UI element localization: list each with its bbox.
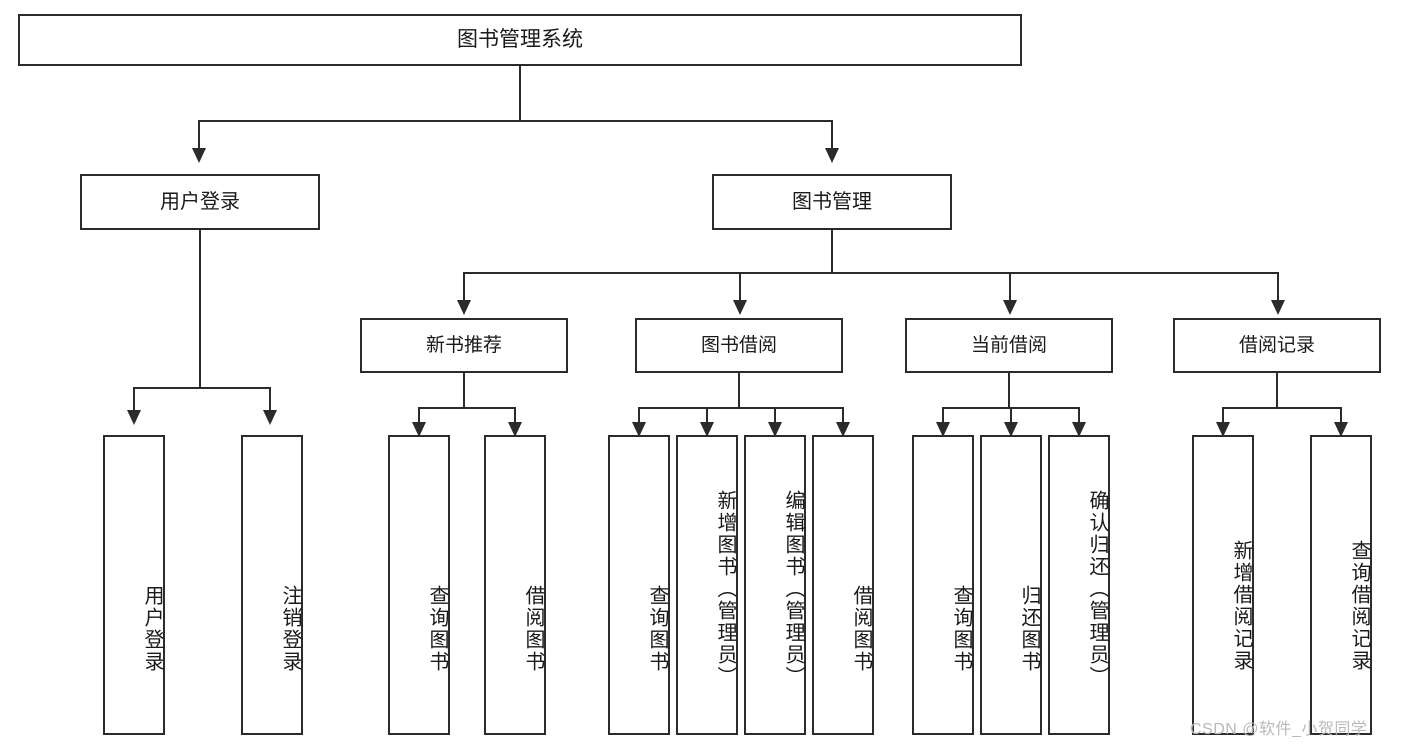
leaf-query-book-2[interactable]: 查询图书 <box>608 435 670 735</box>
leaf-add-borrow-record[interactable]: 新增借阅记录 <box>1192 435 1254 735</box>
node-label: 当前借阅 <box>970 334 1047 356</box>
arrow-new-book-rec <box>457 300 471 315</box>
edge-book-management-stem <box>831 230 833 273</box>
node-book-borrow[interactable]: 图书借阅 <box>635 318 843 373</box>
arrow-leaf-add-book <box>700 422 714 437</box>
edge-drop-leaf-edit-book <box>774 407 776 425</box>
arrow-leaf-borrow-book-2 <box>836 422 850 437</box>
node-label: 图书管理 <box>792 190 872 213</box>
edge-book-borrow-stem <box>738 373 740 408</box>
edge-root-bus <box>198 120 833 122</box>
leaf-label: 新增图书（管理员） <box>714 490 736 688</box>
leaf-label: 用户登录 <box>141 585 163 673</box>
leaf-label: 借阅图书 <box>850 585 872 673</box>
arrow-leaf-query-book-2 <box>632 422 646 437</box>
arrow-book-borrow <box>733 300 747 315</box>
node-label: 图书借阅 <box>700 334 777 356</box>
leaf-add-book-admin[interactable]: 新增图书（管理员） <box>676 435 738 735</box>
edge-book-management-bus <box>463 272 1277 274</box>
leaf-label: 编辑图书（管理员） <box>782 490 804 688</box>
leaf-logout[interactable]: 注销登录 <box>241 435 303 735</box>
arrow-leaf-query-borrow-record <box>1334 422 1348 437</box>
leaf-label: 归还图书 <box>1018 585 1040 673</box>
arrow-leaf-borrow-book-1 <box>508 422 522 437</box>
edge-borrow-record-stem <box>1276 373 1278 408</box>
arrow-borrow-record <box>1271 300 1285 315</box>
watermark-credit: CSDN @软件_小贺同学 <box>1190 721 1368 738</box>
arrow-leaf-query-book-3 <box>936 422 950 437</box>
edge-borrow-record-bus <box>1222 407 1340 409</box>
edge-drop-current-borrow <box>1009 272 1011 302</box>
leaf-query-book-3[interactable]: 查询图书 <box>912 435 974 735</box>
edge-drop-leaf-add-borrow-record <box>1222 407 1224 425</box>
arrow-current-borrow <box>1003 300 1017 315</box>
edge-drop-leaf-query-borrow-record <box>1340 407 1342 425</box>
edge-user-login-stem <box>199 230 201 388</box>
leaf-borrow-book-1[interactable]: 借阅图书 <box>484 435 546 735</box>
edge-drop-book-management <box>831 120 833 150</box>
edge-user-login-bus <box>133 387 269 389</box>
edge-drop-new-book-rec <box>463 272 465 302</box>
leaf-borrow-book-2[interactable]: 借阅图书 <box>812 435 874 735</box>
node-borrow-record[interactable]: 借阅记录 <box>1173 318 1381 373</box>
arrow-leaf-return-book <box>1004 422 1018 437</box>
leaf-label: 确认归还（管理员） <box>1086 490 1108 688</box>
edge-drop-leaf-borrow-book-2 <box>842 407 844 425</box>
node-label: 图书管理系统 <box>457 28 583 52</box>
edge-drop-leaf-borrow-book-1 <box>514 407 516 425</box>
edge-drop-leaf-query-book-3 <box>942 407 944 425</box>
edge-root-stem <box>519 66 521 121</box>
leaf-label: 新增借阅记录 <box>1230 540 1252 672</box>
leaf-label: 查询借阅记录 <box>1348 540 1370 672</box>
arrow-leaf-query-book-1 <box>412 422 426 437</box>
arrow-book-management <box>825 148 839 163</box>
arrow-leaf-user-login <box>127 410 141 425</box>
edge-drop-leaf-add-book <box>706 407 708 425</box>
leaf-label: 查询图书 <box>950 585 972 673</box>
edge-drop-borrow-record <box>1277 272 1279 302</box>
node-user-login[interactable]: 用户登录 <box>80 174 320 230</box>
node-root-book-management-system[interactable]: 图书管理系统 <box>18 14 1022 66</box>
leaf-query-borrow-record[interactable]: 查询借阅记录 <box>1310 435 1372 735</box>
arrow-leaf-confirm-return <box>1072 422 1086 437</box>
edge-drop-leaf-user-login <box>133 387 135 413</box>
edge-book-borrow-bus <box>638 407 844 409</box>
arrow-leaf-logout <box>263 410 277 425</box>
leaf-label: 查询图书 <box>426 585 448 673</box>
node-label: 新书推荐 <box>425 334 502 356</box>
leaf-edit-book-admin[interactable]: 编辑图书（管理员） <box>744 435 806 735</box>
leaf-return-book[interactable]: 归还图书 <box>980 435 1042 735</box>
arrow-leaf-add-borrow-record <box>1216 422 1230 437</box>
arrow-user-login <box>192 148 206 163</box>
leaf-user-login[interactable]: 用户登录 <box>103 435 165 735</box>
edge-drop-leaf-query-book-1 <box>418 407 420 425</box>
leaf-label: 借阅图书 <box>522 585 544 673</box>
leaf-label: 查询图书 <box>646 585 668 673</box>
edge-drop-leaf-logout <box>269 387 271 413</box>
arrow-leaf-edit-book <box>768 422 782 437</box>
leaf-confirm-return-admin[interactable]: 确认归还（管理员） <box>1048 435 1110 735</box>
edge-drop-book-borrow <box>739 272 741 302</box>
node-book-management[interactable]: 图书管理 <box>712 174 952 230</box>
edge-drop-leaf-return-book <box>1010 407 1012 425</box>
node-label: 用户登录 <box>160 190 240 213</box>
leaf-label: 注销登录 <box>279 585 301 673</box>
edge-current-borrow-stem <box>1008 373 1010 408</box>
node-label: 借阅记录 <box>1238 334 1315 356</box>
edge-drop-leaf-confirm-return <box>1078 407 1080 425</box>
edge-new-book-rec-stem <box>463 373 465 408</box>
node-current-borrow[interactable]: 当前借阅 <box>905 318 1113 373</box>
edge-drop-user-login <box>198 120 200 150</box>
node-new-book-recommend[interactable]: 新书推荐 <box>360 318 568 373</box>
edge-drop-leaf-query-book-2 <box>638 407 640 425</box>
leaf-query-book-1[interactable]: 查询图书 <box>388 435 450 735</box>
edge-new-book-rec-bus <box>418 407 516 409</box>
